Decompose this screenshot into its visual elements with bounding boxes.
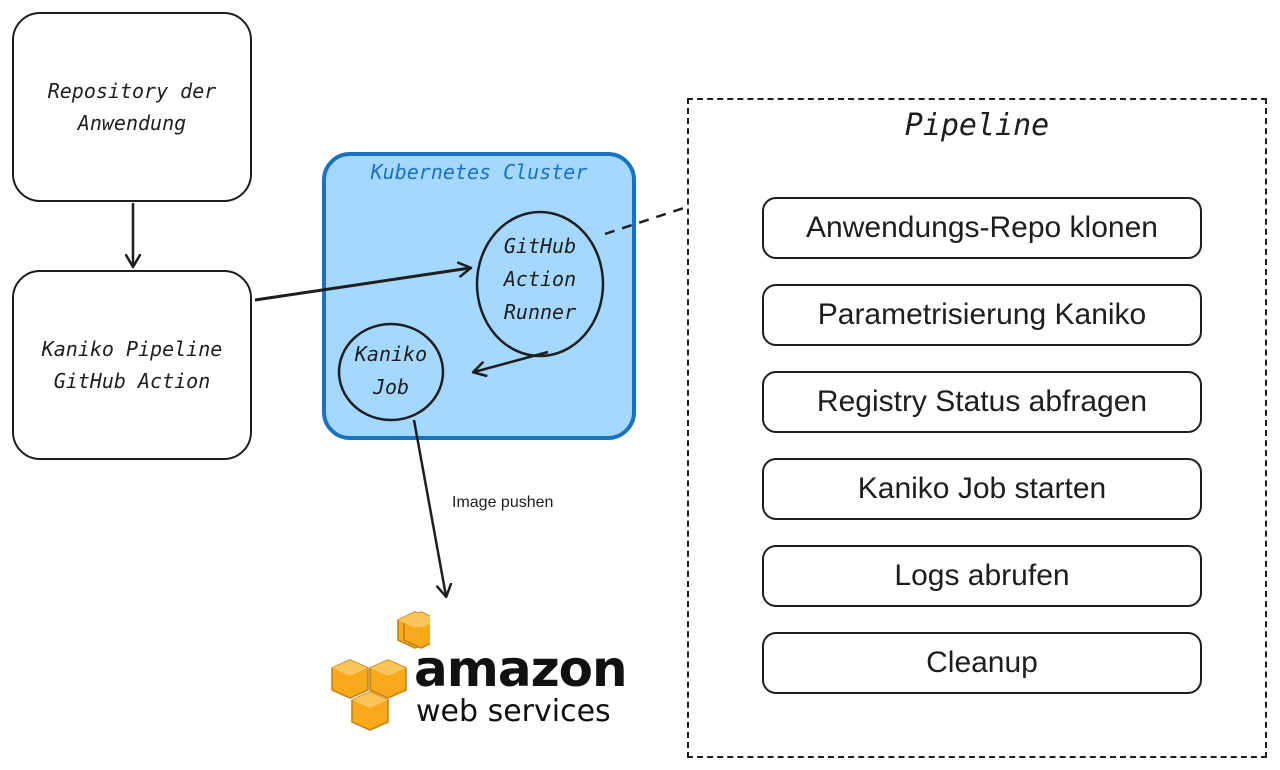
kaniko-job-circle [337, 322, 445, 422]
aws-cubes-icon [331, 611, 430, 731]
aws-logo-word2: web services [416, 694, 611, 729]
arrow-runner-to-kaniko-job [474, 350, 549, 372]
kubernetes-cluster-label: Kubernetes Cluster [370, 160, 588, 184]
kaniko-job-label: Kaniko Job [354, 342, 428, 399]
push-edge-label: Image pushen [452, 494, 554, 511]
pipeline-step-registry-status: Registry Status abfragen [762, 371, 1202, 433]
repository-node-label: Repository der Anwendung [47, 79, 217, 135]
pipeline-step-logs: Logs abrufen [762, 545, 1202, 607]
pipeline-action-node: Kaniko Pipeline GitHub Action [12, 270, 252, 460]
runner-label: GitHub Action Runner [503, 234, 577, 324]
aws-logo: amazon web services [320, 600, 630, 735]
dashed-link-runner-pipeline [604, 204, 691, 236]
arrow-kaniko-job-to-aws [412, 419, 446, 596]
pipeline-step-parametrize: Parametrisierung Kaniko [762, 284, 1202, 346]
pipeline-step-cleanup: Cleanup [762, 632, 1202, 694]
pipeline-frame [687, 98, 1267, 758]
pipeline-step-clone: Anwendungs-Repo klonen [762, 197, 1202, 259]
aws-logo-word1: amazon [414, 640, 628, 698]
pipeline-step-start-job: Kaniko Job starten [762, 458, 1202, 520]
arrow-pipeline-to-runner [254, 268, 470, 302]
runner-circle [475, 210, 605, 358]
pipeline-title: Pipeline [904, 108, 1050, 143]
repository-node: Repository der Anwendung [12, 12, 252, 202]
pipeline-action-node-label: Kaniko Pipeline GitHub Action [41, 337, 223, 393]
